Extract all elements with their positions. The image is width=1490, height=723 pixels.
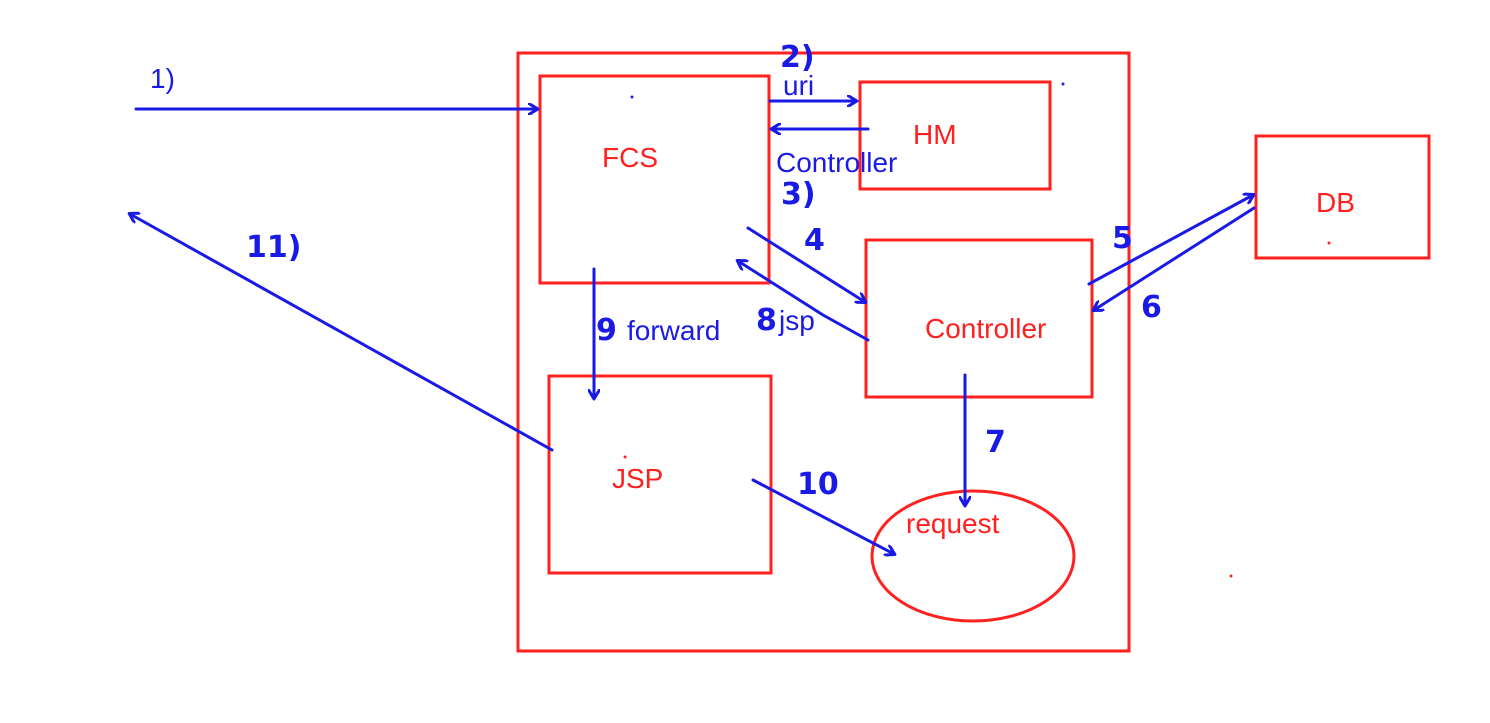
jsp-edge-label: jsp (778, 305, 815, 336)
db-node (1254, 134, 1431, 260)
controller-to-fcs-arrow (738, 261, 870, 342)
hm-node (858, 80, 1052, 191)
step-6-label: 6 (1141, 290, 1162, 325)
fcs-node-label: FCS (602, 142, 658, 173)
step-1-label: 1) (150, 63, 175, 94)
jsp-node (547, 374, 773, 575)
step-4-label: 4 (804, 223, 825, 258)
marker-dot (1327, 241, 1331, 245)
marker-dot (623, 455, 627, 459)
controller-to-db-arrow (1087, 195, 1253, 286)
server-container (516, 51, 1131, 653)
jsp-to-request-arrow (751, 478, 894, 554)
hm-node-label: HM (913, 119, 957, 150)
fcs-node (538, 74, 771, 285)
request-node (870, 489, 1076, 623)
step-3-label: 3) (781, 177, 816, 212)
step-7-label: 7 (985, 425, 1006, 460)
step-8-label: 8 (756, 303, 777, 338)
controller-edge-label: Controller (776, 147, 897, 178)
marker-dot (1229, 574, 1233, 578)
jsp-node-label: JSP (612, 463, 663, 494)
step-11-label: 11) (246, 230, 301, 265)
fcs-to-controller-arrow (746, 226, 865, 302)
controller-node-label: Controller (925, 313, 1046, 344)
db-node-label: DB (1316, 187, 1355, 218)
step-5-label: 5 (1112, 221, 1133, 256)
controller-node (864, 238, 1094, 399)
db-to-controller-arrow (1094, 206, 1256, 310)
uri-label: uri (783, 70, 814, 101)
marker-dot (630, 95, 634, 99)
step-9-label: 9 (596, 313, 617, 348)
marker-dot (1061, 82, 1065, 86)
step-2-label: 2) (780, 40, 815, 75)
step-10-label: 10 (797, 467, 839, 502)
request-node-label: request (906, 508, 1000, 539)
jsp-to-client-arrow (130, 214, 554, 452)
forward-label: forward (627, 315, 720, 346)
